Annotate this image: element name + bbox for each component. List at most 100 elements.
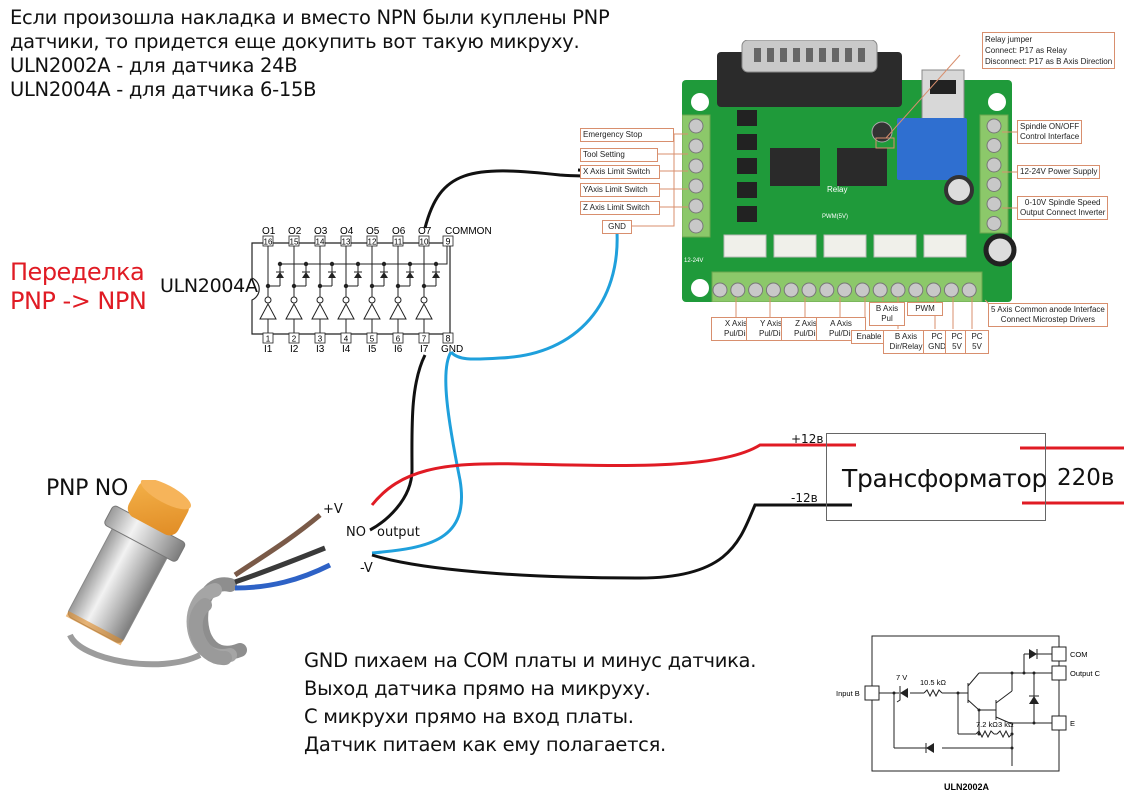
silk-power: 12-24V [684, 258, 703, 264]
input-label: I1 [264, 344, 273, 354]
db25-pin [767, 48, 774, 62]
wire-i7-to-sensor-output [369, 354, 427, 532]
clamp-diode [354, 272, 362, 278]
callout-line: PC [971, 332, 983, 341]
schematic-frame [871, 635, 1060, 772]
callout-line: Pul/Dir [723, 329, 748, 338]
pnp-sensor-illustration [65, 480, 332, 668]
pin-box [442, 235, 454, 247]
wire-chip-gnd-to-sensor-minus [371, 351, 463, 555]
terminal-screw [961, 282, 977, 298]
pin-box [262, 332, 274, 344]
pin-box [288, 332, 300, 344]
terminal-screw [688, 138, 704, 154]
wire-plus12-to-sensor-plus [370, 443, 856, 506]
pin-output-c [1051, 665, 1067, 681]
relay [897, 118, 967, 180]
db25-pin [832, 48, 839, 62]
pin-box [340, 332, 352, 344]
callout-y-limit: YAxis Limit Switch [580, 183, 660, 197]
callout-line: Disconnect: P17 as B Axis Direction [985, 57, 1113, 66]
terminal-block-right [979, 114, 1009, 234]
capacitor [944, 175, 974, 205]
callout-line: PC [931, 332, 943, 341]
clamp-diode [302, 272, 310, 278]
note-line: Датчик питаем как ему полагается. [304, 733, 666, 756]
terminal-screw [688, 178, 704, 194]
wire-blue [234, 562, 332, 591]
sensor-cable-tail [67, 633, 202, 668]
terminal-screw [712, 282, 728, 298]
label-zener: 7 V [896, 673, 907, 682]
label-r2: 7.2 kΩ [976, 720, 998, 729]
db25-pin [858, 48, 865, 62]
terminal-screw [908, 282, 924, 298]
output-label: O2 [288, 226, 302, 237]
terminal-screw [688, 218, 704, 234]
pin-number: 5 [370, 335, 375, 344]
output-label: O1 [262, 226, 276, 237]
pin-number: 2 [292, 335, 297, 344]
input-label: I4 [342, 344, 351, 354]
jst-header [723, 234, 767, 258]
callout-line: Connect Microstep Drivers [1000, 315, 1096, 324]
callout-bottom-connector: Enable [851, 330, 887, 344]
diode-substrate [926, 743, 934, 753]
callout-line: Pul/Dir [793, 329, 818, 338]
optocoupler [737, 182, 757, 198]
pin-number: 3 [318, 335, 323, 344]
terminal-screw [688, 198, 704, 214]
silk-pwm: PWM(5V) [822, 214, 848, 220]
db25-pin [793, 48, 800, 62]
callout-line: Control Interface [1020, 132, 1080, 141]
callout-power-supply: 12-24V Power Supply [1017, 165, 1101, 179]
rework-title-line2: PNP -> NPN [10, 287, 147, 315]
mount-hole [691, 93, 709, 111]
terminal-screw [837, 282, 853, 298]
callout-line: Pul [881, 314, 893, 323]
callout-line: 5V [952, 342, 962, 351]
pin-number: 10 [420, 238, 429, 247]
output-label: O5 [366, 226, 380, 237]
mount-hole [988, 93, 1006, 111]
pin-com [1051, 646, 1067, 662]
terminal-screw [688, 118, 704, 134]
label-output-c: Output C [1070, 669, 1101, 678]
pin-number: 13 [342, 238, 351, 247]
terminal-screw [783, 282, 799, 298]
silk-relay: Relay [827, 185, 847, 194]
pin-number: 9 [445, 237, 450, 247]
breakout-board-photo: Relay PWM(5V) 12-24V [682, 40, 1017, 302]
label-e: E [1070, 719, 1075, 728]
callout-line: 0-10V Spindle Speed [1024, 198, 1101, 207]
jst-header [823, 234, 867, 258]
optocoupler [737, 110, 757, 126]
common-label: COMMON [445, 226, 492, 237]
zener-diode [900, 688, 908, 698]
callout-common-anode: 5 Axis Common anode Interface Connect Mi… [988, 303, 1108, 327]
clamp-diode [380, 272, 388, 278]
pin-number: 7 [422, 335, 427, 344]
callout-relay-jumper: Relay jumper Connect: P17 as Relay Disco… [982, 32, 1116, 69]
output-label: O3 [314, 226, 328, 237]
optocoupler [737, 134, 757, 150]
pin-number: 14 [316, 238, 325, 247]
chip-name: ULN2004A [160, 275, 258, 297]
intro-line: ULN2004A - для датчика 6-15В [10, 78, 317, 101]
pin-number: 6 [396, 335, 401, 344]
pin-box [366, 332, 378, 344]
callout-line: Pul/Dir [828, 329, 853, 338]
callout-line: PC [951, 332, 963, 341]
db25-pin [780, 48, 787, 62]
wire-board-gnd-to-chip-gnd [449, 231, 619, 361]
pin-input-b [864, 685, 880, 701]
callout-line: B Axis [875, 304, 899, 313]
terminal-screw [730, 282, 746, 298]
relay-jumper [875, 137, 895, 149]
clamp-diode [328, 272, 336, 278]
terminal-screw [986, 216, 1002, 231]
